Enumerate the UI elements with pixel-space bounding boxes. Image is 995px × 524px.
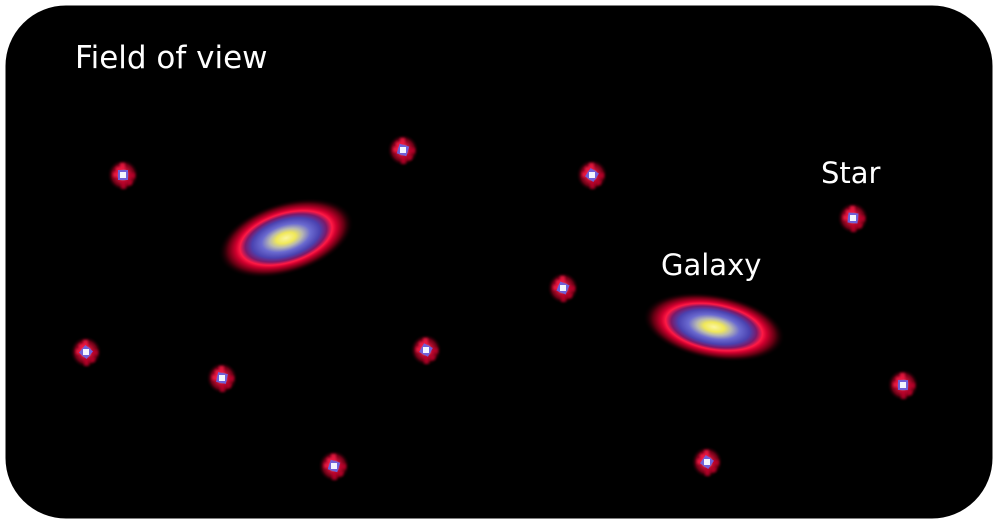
galaxy-label: Galaxy xyxy=(661,248,762,282)
star-marker xyxy=(387,134,419,166)
star-marker xyxy=(837,202,869,234)
star-marker xyxy=(107,159,139,191)
galaxy-right xyxy=(642,292,786,362)
star-marker xyxy=(70,336,102,368)
stars-group xyxy=(70,134,919,482)
star-marker xyxy=(318,450,350,482)
star-marker xyxy=(410,334,442,366)
star-marker xyxy=(206,362,238,394)
star-marker xyxy=(691,446,723,478)
star-label: Star xyxy=(821,156,881,190)
star-marker xyxy=(547,272,579,304)
star-marker xyxy=(576,159,608,191)
galaxy-left xyxy=(218,197,354,279)
star-marker xyxy=(887,369,919,401)
field-of-view-title: Field of view xyxy=(75,40,268,76)
